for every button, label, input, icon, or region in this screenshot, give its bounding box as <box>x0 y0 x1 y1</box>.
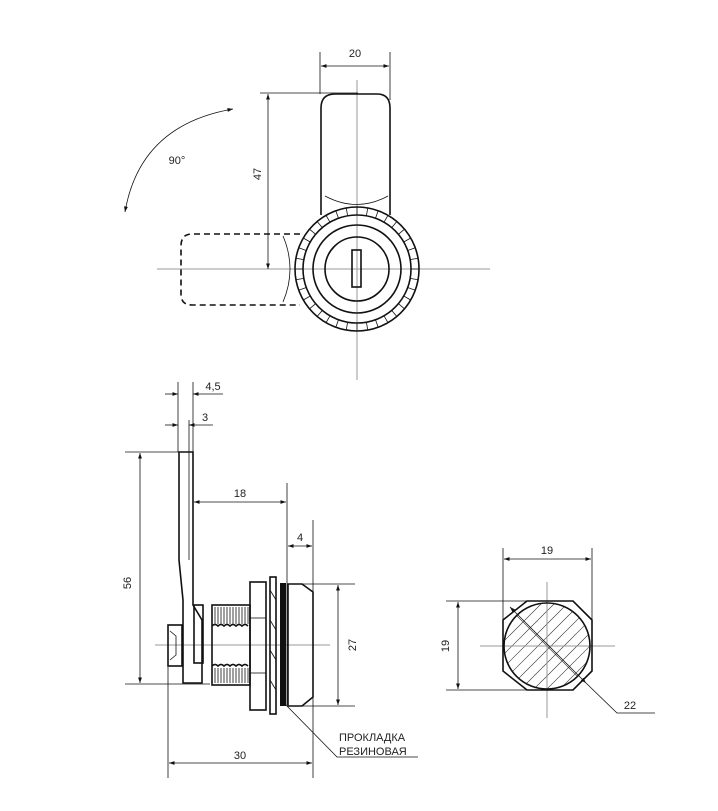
cam-arm-rotated-dashed <box>180 233 300 306</box>
head-depth-label: 4 <box>297 532 303 544</box>
section-profile-circle <box>503 602 591 690</box>
gasket-label-line1: ПРОКЛАДКА <box>339 732 406 744</box>
section-view: 19 19 22 <box>440 545 655 718</box>
keyhole <box>351 249 362 288</box>
spacer-plate <box>193 604 204 664</box>
dim-line-22 <box>509 606 587 684</box>
cam-offset-label: 18 <box>234 488 246 500</box>
side-view: 4,5 3 56 18 4 27 30 ПРОКЛАДКА РЕЗИНОВАЯ <box>122 381 418 778</box>
cam-arm-curve <box>324 195 389 205</box>
head-diameter-label: 27 <box>347 639 359 651</box>
hex-nut <box>249 581 267 711</box>
cam-arm-side <box>178 451 203 684</box>
cam-thickness-label: 3 <box>202 412 208 424</box>
small-hex-nut <box>167 624 183 667</box>
cam-length-label: 56 <box>122 577 134 589</box>
section-diagonal-label: 22 <box>624 700 636 712</box>
lock-washer <box>269 576 277 715</box>
rotation-angle-label: 90° <box>169 155 186 167</box>
cam-arm-rotated-curve <box>282 235 291 303</box>
lock-body-ring <box>312 224 402 314</box>
cam-arm-upright <box>320 93 391 215</box>
gasket-label-line2: РЕЗИНОВАЯ <box>339 746 407 758</box>
cam-thickness-outer-label: 4,5 <box>205 381 220 393</box>
rubber-gasket <box>280 583 286 706</box>
section-height-label: 19 <box>440 640 452 652</box>
dim-height-label: 47 <box>252 168 264 180</box>
knurl-ticks <box>295 207 419 331</box>
key-cylinder <box>324 236 390 302</box>
front-view: 20 47 90° <box>124 48 490 380</box>
gasket-leader-line <box>285 704 418 758</box>
thread-lines <box>214 607 249 683</box>
section-width-label: 19 <box>541 545 553 557</box>
total-length-label: 30 <box>234 750 246 762</box>
rotation-arrow-icon <box>124 108 234 213</box>
dim-width-label: 20 <box>349 48 361 60</box>
